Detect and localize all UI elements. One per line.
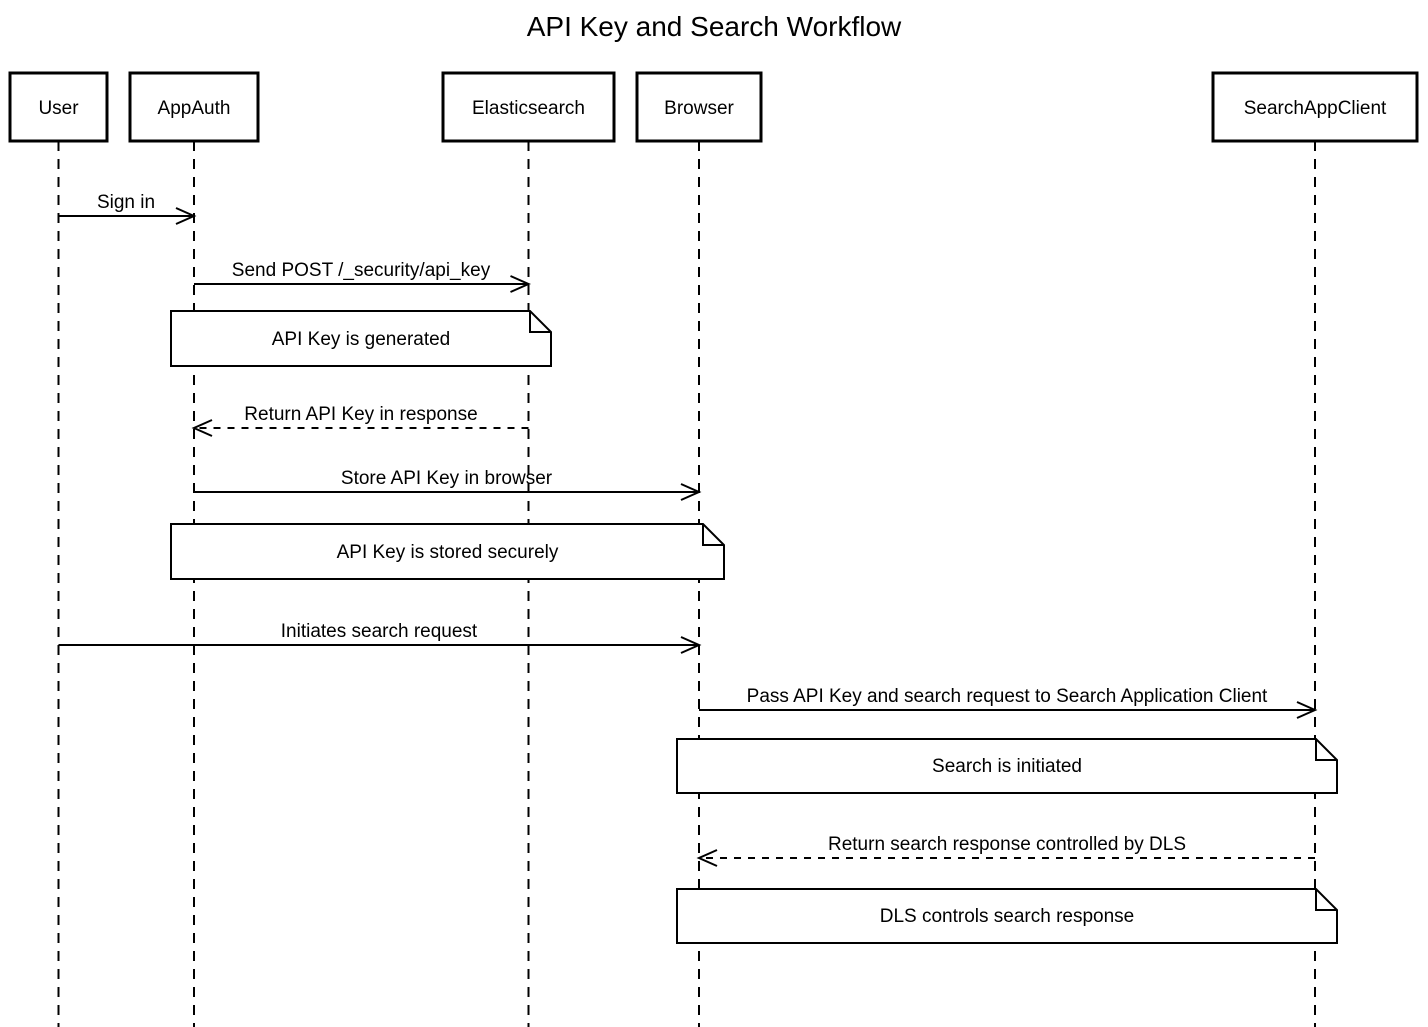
- note-shape: [676, 738, 1338, 794]
- note-fold: [1315, 889, 1337, 911]
- arrowhead-right: [680, 636, 702, 654]
- actor-user-box: [8, 71, 109, 143]
- message-send-post: Send POST /_security/api_key: [194, 260, 531, 293]
- message-label: Pass API Key and search request to Searc…: [747, 686, 1268, 707]
- actor-searchappclient-label: SearchAppClient: [1244, 98, 1387, 119]
- message-label: Return search response controlled by DLS: [828, 834, 1186, 855]
- message-return-search-response: Return search response controlled by DLS: [696, 834, 1315, 867]
- actor-searchappclient: SearchAppClient: [1211, 71, 1419, 143]
- arrowhead-right: [175, 207, 197, 225]
- message-store-api-key: Store API Key in browser: [194, 468, 702, 501]
- note-shape: [170, 310, 552, 367]
- note-api-key-generated: API Key is generated: [170, 310, 552, 367]
- arrowhead-left: [696, 849, 718, 867]
- note-fold: [702, 524, 724, 546]
- note-label: API Key is stored securely: [337, 542, 559, 563]
- note-shape: [170, 523, 725, 580]
- actor-appauth-label: AppAuth: [158, 98, 231, 119]
- actor-elasticsearch-box: [441, 71, 616, 143]
- note-label: DLS controls search response: [880, 906, 1135, 927]
- message-pass-api-key: Pass API Key and search request to Searc…: [699, 686, 1318, 719]
- diagram-title: API Key and Search Workflow: [527, 11, 902, 42]
- actor-elasticsearch-label: Elasticsearch: [472, 98, 585, 119]
- message-label: Return API Key in response: [244, 404, 477, 425]
- arrowhead-right: [1296, 701, 1318, 719]
- actor-appauth-box: [128, 71, 260, 143]
- actor-user-label: User: [38, 98, 79, 119]
- actor-searchappclient-box: [1211, 71, 1419, 143]
- message-label: Sign in: [97, 192, 155, 213]
- note-fold: [529, 311, 551, 333]
- actor-user: User: [8, 71, 109, 143]
- message-label: Store API Key in browser: [341, 468, 553, 489]
- message-initiates-search: Initiates search request: [58, 621, 702, 654]
- message-label: Send POST /_security/api_key: [232, 260, 491, 281]
- note-api-key-stored: API Key is stored securely: [170, 523, 725, 580]
- actor-browser-box: [635, 71, 763, 143]
- arrowhead-right: [510, 275, 531, 293]
- message-label: Initiates search request: [281, 621, 478, 642]
- note-fold: [1315, 739, 1337, 761]
- note-search-initiated: Search is initiated: [676, 738, 1338, 794]
- note-shape: [676, 888, 1338, 944]
- actor-appauth: AppAuth: [128, 71, 260, 143]
- note-label: API Key is generated: [272, 329, 451, 350]
- arrowhead-left: [191, 419, 213, 437]
- note-label: Search is initiated: [932, 756, 1082, 777]
- message-sign-in: Sign in: [58, 192, 197, 225]
- actor-browser-label: Browser: [664, 98, 734, 119]
- arrowhead-right: [680, 483, 702, 501]
- note-dls-controls: DLS controls search response: [676, 888, 1338, 944]
- actor-elasticsearch: Elasticsearch: [441, 71, 616, 143]
- message-return-api-key: Return API Key in response: [191, 404, 529, 437]
- actor-browser: Browser: [635, 71, 763, 143]
